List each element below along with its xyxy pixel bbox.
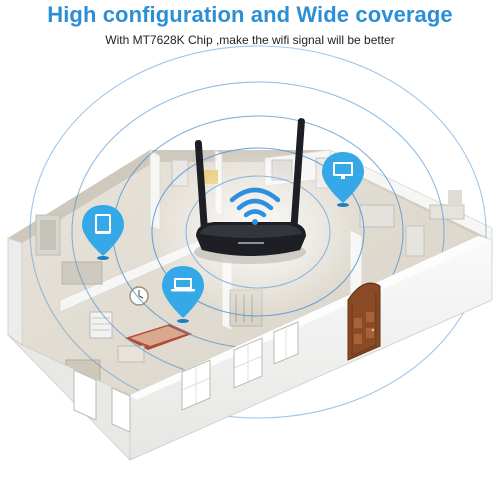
- laptop-pin-icon: [162, 266, 204, 323]
- wifi-icon: [229, 187, 281, 225]
- router-icon: [194, 118, 306, 264]
- front-door: [347, 282, 381, 361]
- house-exterior-walls: [7, 235, 493, 461]
- front-windows: [73, 321, 299, 433]
- tablet-pin-icon: [82, 205, 124, 260]
- headline: High configuration and Wide coverage: [47, 2, 453, 27]
- subheadline: With MT7628K Chip ,make the wifi signal …: [105, 33, 395, 47]
- tv-pin-icon: [322, 152, 364, 207]
